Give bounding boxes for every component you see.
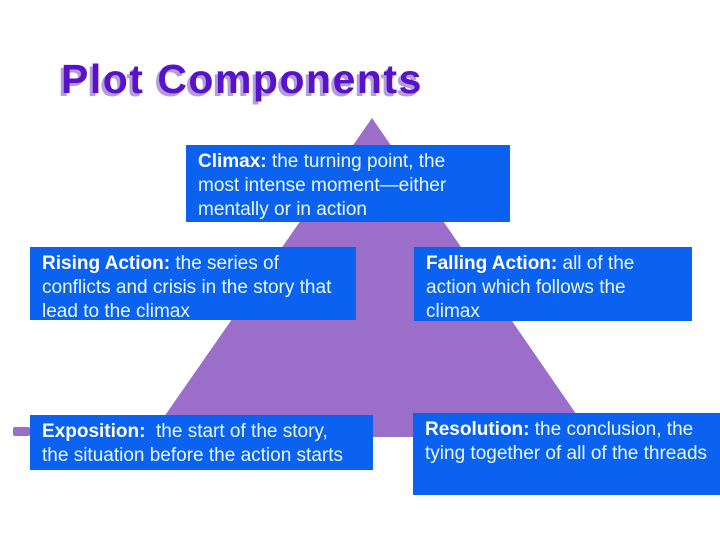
exposition-dash-icon xyxy=(13,427,30,436)
exposition-line-1: Exposition: the start of the story, xyxy=(42,420,363,444)
exposition-label: Exposition: xyxy=(42,421,146,442)
exposition-line-2: the situation before the action starts xyxy=(42,445,344,466)
falling-action-line-3: climax xyxy=(426,301,480,321)
climax-line-2: most intense moment—either xyxy=(198,175,447,196)
exposition-line-1-rest: the start of the story, xyxy=(145,421,328,442)
falling-action-textbox: Falling Action: all of the action which … xyxy=(414,247,692,321)
page-title: Plot Components xyxy=(61,56,423,102)
falling-action-label: Falling Action: xyxy=(426,253,558,274)
resolution-line-1: Resolution: the conclusion, the xyxy=(425,418,720,442)
rising-action-textbox: Rising Action: the series of conflicts a… xyxy=(30,247,356,320)
resolution-line-1-rest: the conclusion, the xyxy=(529,419,694,440)
rising-action-line-1: Rising Action: the series of xyxy=(42,252,346,276)
falling-action-line-1-rest: all of the xyxy=(557,253,635,274)
resolution-line-2: tying together of all of the threads xyxy=(425,443,708,464)
climax-line-3: mentally or in action xyxy=(198,199,367,220)
falling-action-line-2: action which follows the xyxy=(426,277,626,298)
rising-action-line-3: lead to the climax xyxy=(42,301,190,320)
climax-line-1: Climax: the turning point, the xyxy=(198,150,500,174)
exposition-textbox: Exposition: the start of the story, the … xyxy=(30,415,373,470)
climax-label: Climax: xyxy=(198,151,267,172)
resolution-label: Resolution: xyxy=(425,419,530,440)
rising-action-line-1-rest: the series of xyxy=(170,253,279,274)
rising-action-label: Rising Action: xyxy=(42,253,171,274)
climax-textbox: Climax: the turning point, the most inte… xyxy=(186,145,510,222)
falling-action-line-1: Falling Action: all of the xyxy=(426,252,682,276)
rising-action-line-2: conflicts and crisis in the story that xyxy=(42,277,332,298)
resolution-textbox: Resolution: the conclusion, the tying to… xyxy=(413,413,720,495)
climax-line-1-rest: the turning point, the xyxy=(266,151,446,172)
